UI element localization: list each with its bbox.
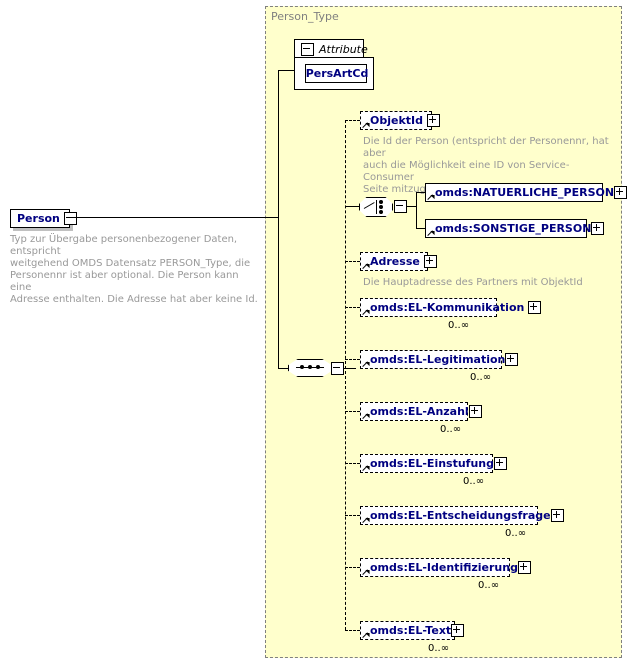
- el-entscheidungsfrage-cardinality: 0..∞: [505, 528, 527, 539]
- el-einstufung-expand-icon[interactable]: [494, 457, 508, 470]
- reference-arrow-icon: [363, 412, 370, 419]
- element-sonstige-person[interactable]: omds:SONSTIGE_PERSON: [425, 219, 605, 238]
- objektid-annotation: Die Id der Person (entspricht der Person…: [363, 136, 609, 195]
- sonstige-person-expand-icon[interactable]: [591, 222, 605, 235]
- objektid-expand-icon[interactable]: [427, 114, 440, 127]
- connector-to-el-kommunikation: [345, 307, 360, 308]
- choice-expander[interactable]: [394, 200, 407, 213]
- adresse-expand-icon[interactable]: [423, 255, 437, 268]
- el-text-expand-icon[interactable]: [451, 624, 465, 637]
- element-el-text-label: omds:EL-Text: [370, 624, 452, 637]
- reference-arrow-icon: [363, 464, 370, 471]
- reference-arrow-icon: [363, 516, 370, 523]
- sequence-node-glyph: [288, 359, 332, 377]
- element-person[interactable]: Person: [10, 209, 77, 228]
- connector-to-natuerliche-person: [416, 192, 425, 193]
- connector-trunk-main: [278, 70, 279, 369]
- el-kommunikation-expand-icon[interactable]: [528, 301, 542, 314]
- connector-children-trunk: [345, 120, 346, 630]
- person-collapse-icon[interactable]: [63, 212, 77, 225]
- choice-node-glyph: [359, 197, 393, 217]
- connector-to-el-identifizierung: [345, 567, 360, 568]
- element-el-anzahl[interactable]: omds:EL-Anzahl: [360, 402, 482, 421]
- element-el-kommunikation[interactable]: omds:EL-Kommunikation: [360, 298, 542, 317]
- reference-arrow-icon: [363, 631, 370, 638]
- element-sonstige-person-label: omds:SONSTIGE_PERSON: [435, 222, 592, 235]
- element-el-identifizierung-label: omds:EL-Identifizierung: [370, 561, 518, 574]
- connector-trunk-to-choice: [345, 206, 359, 207]
- sequence-collapse-icon[interactable]: [332, 363, 343, 374]
- element-el-text[interactable]: omds:EL-Text: [360, 621, 465, 640]
- connector-to-el-entscheidungsfrage: [345, 515, 360, 516]
- element-natuerliche-person[interactable]: omds:NATUERLICHE_PERSON: [425, 183, 628, 202]
- reference-arrow-icon: [428, 193, 435, 200]
- element-adresse[interactable]: Adresse: [360, 252, 437, 271]
- attribute-group-label: Attribute: [319, 42, 368, 56]
- reference-arrow-icon: [363, 121, 370, 128]
- attribute-collapse-icon[interactable]: [301, 42, 314, 56]
- element-el-entscheidungsfrage[interactable]: omds:EL-Entscheidungsfrage: [360, 506, 564, 525]
- connector-to-objektid: [345, 120, 360, 121]
- el-legitimation-expand-icon[interactable]: [505, 353, 519, 366]
- el-legitimation-cardinality: 0..∞: [470, 372, 492, 383]
- element-el-anzahl-label: omds:EL-Anzahl: [370, 405, 469, 418]
- element-el-einstufung-label: omds:EL-Einstufung: [370, 457, 495, 470]
- element-el-entscheidungsfrage-label: omds:EL-Entscheidungsfrage: [370, 509, 551, 522]
- connector-choice-out: [407, 206, 417, 207]
- element-el-einstufung[interactable]: omds:EL-Einstufung: [360, 454, 508, 473]
- person-annotation: Typ zur Übergabe personenbezogener Daten…: [10, 234, 258, 305]
- attribute-group-tab[interactable]: Attribute: [294, 39, 368, 58]
- connector-to-el-legitimation: [345, 359, 360, 360]
- connector-to-el-einstufung: [345, 463, 360, 464]
- element-el-kommunikation-label: omds:EL-Kommunikation: [370, 301, 525, 314]
- reference-arrow-icon: [428, 229, 435, 236]
- type-container-person-type: [265, 6, 622, 658]
- el-identifizierung-expand-icon[interactable]: [517, 561, 531, 574]
- connector-trunk-to-attribute: [278, 70, 294, 71]
- connector-choice-branch: [416, 192, 417, 228]
- el-einstufung-cardinality: 0..∞: [463, 476, 485, 487]
- el-kommunikation-cardinality: 0..∞: [448, 320, 470, 331]
- element-el-identifizierung[interactable]: omds:EL-Identifizierung: [360, 558, 531, 577]
- el-text-cardinality: 0..∞: [428, 643, 450, 654]
- type-container-title: Person_Type: [271, 10, 339, 23]
- reference-arrow-icon: [363, 308, 370, 315]
- element-el-legitimation-label: omds:EL-Legitimation: [370, 353, 506, 366]
- connector-to-el-anzahl: [345, 411, 360, 412]
- element-person-label: Person: [17, 212, 60, 225]
- choice-collapse-icon[interactable]: [395, 201, 406, 212]
- el-entscheidungsfrage-expand-icon[interactable]: [550, 509, 564, 522]
- natuerliche-person-expand-icon[interactable]: [614, 186, 628, 199]
- reference-arrow-icon: [363, 262, 370, 269]
- connector-person-to-type: [70, 217, 279, 218]
- adresse-annotation: Die Hauptadresse des Partners mit Objekt…: [363, 277, 583, 288]
- element-objektid[interactable]: ObjektId: [360, 111, 440, 130]
- reference-arrow-icon: [363, 568, 370, 575]
- sequence-expander[interactable]: [331, 362, 344, 375]
- connector-to-adresse: [345, 261, 360, 262]
- reference-arrow-icon: [363, 360, 370, 367]
- element-natuerliche-person-label: omds:NATUERLICHE_PERSON: [435, 186, 615, 199]
- attribute-persartcd[interactable]: PersArtCd: [305, 64, 369, 83]
- connector-to-sonstige-person: [416, 228, 425, 229]
- element-adresse-label: Adresse: [370, 255, 420, 268]
- el-anzahl-cardinality: 0..∞: [440, 424, 462, 435]
- element-el-legitimation[interactable]: omds:EL-Legitimation: [360, 350, 519, 369]
- el-anzahl-expand-icon[interactable]: [468, 405, 482, 418]
- attribute-persartcd-label: PersArtCd: [305, 67, 369, 80]
- connector-trunk-to-sequence: [278, 368, 288, 369]
- el-identifizierung-cardinality: 0..∞: [478, 580, 500, 591]
- connector-sequence-to-children: [344, 368, 356, 369]
- connector-to-el-text: [345, 630, 360, 631]
- element-objektid-label: ObjektId: [370, 114, 423, 127]
